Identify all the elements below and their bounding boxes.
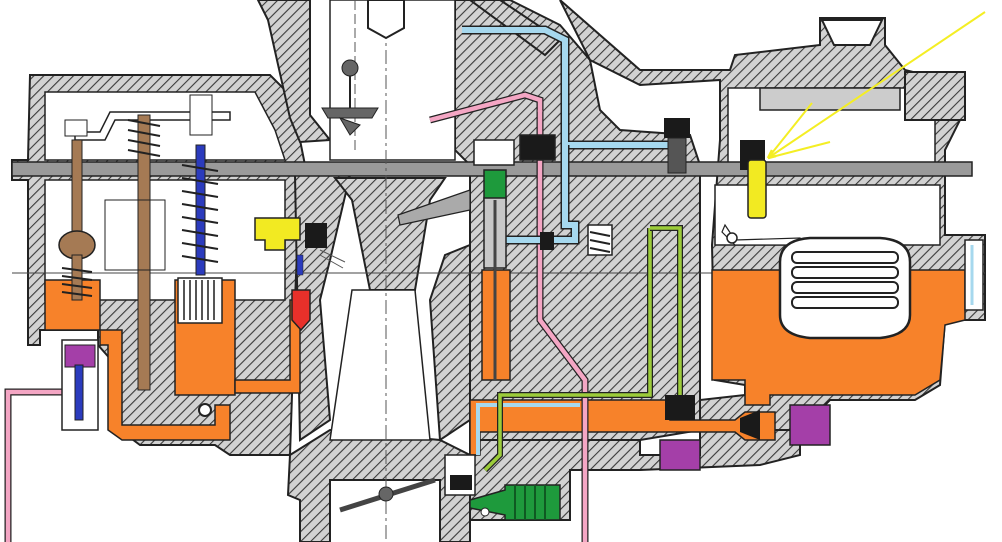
idle-mixture-fitting xyxy=(444,454,561,521)
left-jet-needle xyxy=(74,364,84,421)
choke-mechanism xyxy=(254,217,346,332)
float-needle-icon xyxy=(747,159,767,219)
emulsion-tube xyxy=(473,134,556,380)
choke-plate-icon xyxy=(321,107,379,119)
float-mechanism xyxy=(721,19,984,340)
main-jet-icon xyxy=(740,410,760,440)
throttle-shafts xyxy=(321,0,436,542)
annotation-arrow-icon xyxy=(766,11,986,160)
right-venturi-wall xyxy=(428,243,471,442)
air-correction-jet xyxy=(667,137,687,174)
main-nozzle xyxy=(397,189,471,226)
top-left-cavity xyxy=(44,91,287,161)
accelerator-pump-rod xyxy=(195,144,206,276)
venturi-throat xyxy=(329,289,431,441)
fuel-inlet-fitting xyxy=(820,19,884,46)
choke-lever-icon xyxy=(254,217,301,251)
left-fuel-channel xyxy=(99,329,231,441)
air-bleed-valve-icon xyxy=(291,289,311,332)
lower-body xyxy=(286,428,471,542)
sight-glass xyxy=(964,239,984,311)
right-jets xyxy=(530,118,831,471)
air-horn-nozzle xyxy=(367,0,405,40)
pump-rod xyxy=(137,114,151,391)
float-chamber-lower xyxy=(714,184,941,246)
pink-pipes-fill xyxy=(5,92,588,542)
left-mechanism xyxy=(58,94,231,431)
main-jet-plug-icon xyxy=(789,404,831,446)
mixture-screw-icon xyxy=(659,439,701,471)
idle-channel xyxy=(482,225,683,473)
left-top-wall xyxy=(256,0,332,144)
emulsion-cap-icon xyxy=(483,169,507,201)
top-plug xyxy=(664,118,690,138)
air-horn xyxy=(329,0,456,161)
